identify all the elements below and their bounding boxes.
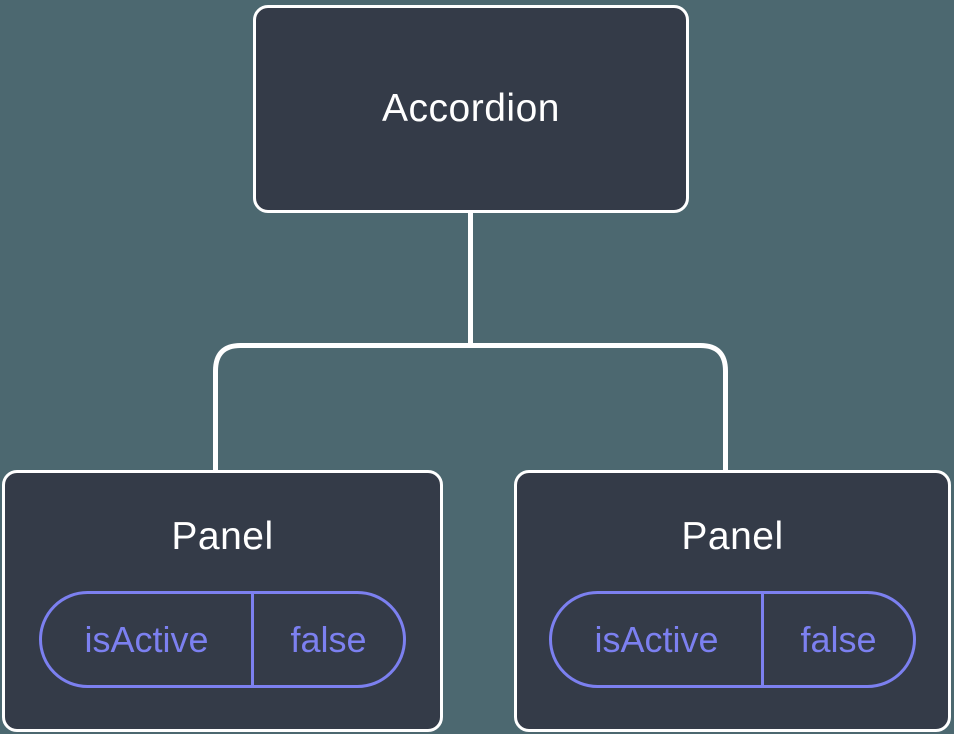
panel-2-label: Panel bbox=[681, 515, 784, 558]
state-value: false bbox=[800, 618, 877, 660]
state-key: isActive bbox=[594, 618, 719, 660]
node-accordion: Accordion bbox=[253, 5, 689, 213]
connector-branch bbox=[213, 343, 728, 472]
panel-2-state-value-cell: false bbox=[764, 594, 913, 685]
panel-2-state-pill: isActive false bbox=[549, 591, 916, 688]
panel-2-state-key-cell: isActive bbox=[552, 594, 764, 685]
accordion-label: Accordion bbox=[382, 87, 560, 130]
node-panel-2: Panel isActive false bbox=[514, 470, 951, 732]
panel-1-state-key-cell: isActive bbox=[42, 594, 254, 685]
state-key: isActive bbox=[84, 618, 209, 660]
panel-1-label: Panel bbox=[171, 515, 274, 558]
node-panel-1: Panel isActive false bbox=[2, 470, 443, 732]
state-value: false bbox=[290, 618, 367, 660]
panel-1-state-pill: isActive false bbox=[39, 591, 406, 688]
panel-1-state-value-cell: false bbox=[254, 594, 403, 685]
